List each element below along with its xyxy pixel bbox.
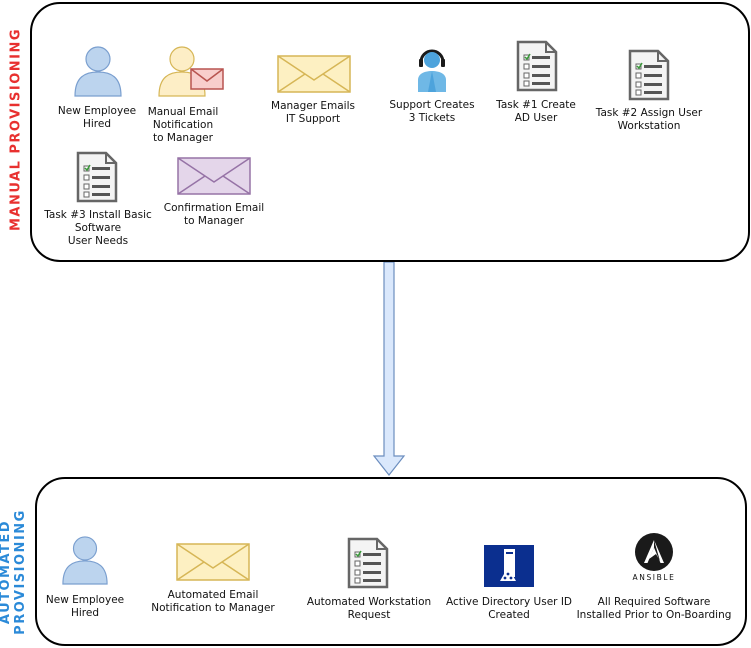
user-email-icon xyxy=(157,45,225,97)
support-agent-icon xyxy=(416,46,448,92)
checklist-document-icon xyxy=(516,40,558,92)
active-directory-icon xyxy=(484,545,534,587)
user-icon xyxy=(61,534,109,586)
checklist-document-icon xyxy=(628,49,670,101)
user-icon xyxy=(73,45,123,97)
checklist-document-icon xyxy=(347,537,389,589)
checklist-document-icon xyxy=(76,151,118,203)
envelope-icon xyxy=(277,55,351,93)
transition-arrow xyxy=(372,262,406,476)
automated-provisioning-panel xyxy=(35,477,747,646)
manual-provisioning-title: MANUAL PROVISIONING xyxy=(8,27,24,232)
ansible-logo-icon xyxy=(634,532,674,572)
envelope-icon xyxy=(177,157,251,195)
manual-provisioning-panel xyxy=(30,2,750,262)
envelope-icon xyxy=(176,543,250,581)
ansible-logo-text: ANSIBLE xyxy=(632,573,676,582)
